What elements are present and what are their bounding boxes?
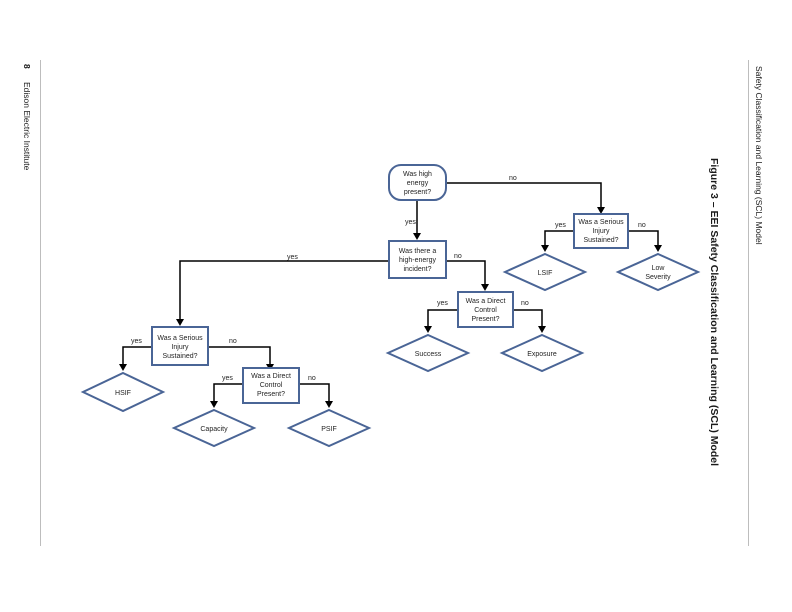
edge-label-control-left-no: no — [308, 375, 316, 382]
node-serious-left-line-3: Sustained? — [162, 353, 197, 360]
node-serious-injury-right: Was a Serious Injury Sustained? — [573, 213, 629, 249]
outcome-success: Success — [385, 333, 471, 373]
node-control-left-line-3: Present? — [257, 391, 285, 398]
node-control-left-line-2: Control — [260, 382, 283, 389]
node-start-line-1: Was high — [403, 171, 432, 178]
outcome-exposure-label: Exposure — [527, 351, 557, 358]
edge-label-serious-right-no: no — [638, 222, 646, 229]
edge-start-no — [446, 182, 602, 209]
arrowhead — [210, 401, 218, 408]
edge-label-serious-left-yes: yes — [131, 338, 142, 345]
header-rule — [748, 60, 749, 546]
outcome-hsif-label: HSIF — [115, 390, 131, 397]
arrowhead — [481, 284, 489, 291]
edge-label-serious-left-no: no — [229, 338, 237, 345]
node-serious-left-line-2: Injury — [171, 344, 189, 351]
flowchart-edges — [119, 182, 662, 408]
arrowhead — [413, 233, 421, 240]
outcome-success-label: Success — [415, 351, 442, 358]
node-serious-right-line-2: Injury — [592, 228, 610, 235]
node-start: Was high energy present? — [388, 164, 447, 201]
edge-label-control-mid-yes: yes — [437, 300, 448, 307]
arrowhead — [325, 401, 333, 408]
edge-incident-yes — [179, 260, 389, 321]
node-incident-line-3: incident? — [403, 266, 431, 273]
node-direct-control-mid: Was a Direct Control Present? — [457, 291, 514, 328]
arrowhead — [538, 326, 546, 333]
edge-labels: no yes yes no yes no yes no yes no yes n… — [131, 175, 646, 382]
edge-label-start-yes: yes — [405, 219, 416, 226]
node-control-left-line-1: Was a Direct — [251, 373, 291, 380]
arrowhead — [119, 364, 127, 371]
node-serious-right-line-3: Sustained? — [583, 237, 618, 244]
outcome-psif: PSIF — [286, 408, 372, 448]
edge-control-left-no — [299, 383, 330, 403]
footer-rule — [40, 60, 41, 546]
node-serious-injury-left: Was a Serious Injury Sustained? — [151, 326, 209, 366]
node-serious-left-line-1: Was a Serious — [157, 335, 203, 342]
node-incident: Was there a high-energy incident? — [388, 240, 447, 279]
outcome-lsif: LSIF — [502, 252, 588, 292]
edge-serious-left-yes — [122, 346, 152, 366]
node-start-line-2: energy — [407, 180, 429, 187]
outcome-psif-label: PSIF — [321, 426, 337, 433]
node-control-mid-line-2: Control — [474, 307, 497, 314]
edge-serious-right-yes — [544, 230, 574, 247]
arrowhead — [654, 245, 662, 252]
edge-label-serious-right-yes: yes — [555, 222, 566, 229]
node-control-mid-line-1: Was a Direct — [466, 298, 506, 305]
arrowhead — [424, 326, 432, 333]
node-incident-line-2: high-energy — [399, 257, 436, 264]
outcome-low-severity: Low Severity — [615, 252, 701, 292]
edge-label-control-mid-no: no — [521, 300, 529, 307]
edge-label-incident-no: no — [454, 253, 462, 260]
outcome-lsif-label: LSIF — [538, 270, 553, 277]
node-direct-control-left: Was a Direct Control Present? — [242, 367, 300, 404]
arrowhead — [597, 207, 605, 214]
edge-control-left-yes — [213, 383, 243, 403]
edge-serious-right-no — [628, 230, 659, 247]
edge-control-mid-yes — [427, 309, 458, 328]
node-incident-line-1: Was there a — [399, 248, 437, 255]
outcome-exposure: Exposure — [499, 333, 585, 373]
outcome-capacity: Capacity — [171, 408, 257, 448]
outcome-capacity-label: Capacity — [200, 426, 228, 433]
outcome-low-severity-line-1: Low — [652, 265, 666, 272]
edge-label-control-left-yes: yes — [222, 375, 233, 382]
edge-incident-no — [446, 260, 486, 286]
arrowhead — [176, 319, 184, 326]
node-control-mid-line-3: Present? — [471, 316, 499, 323]
outcome-low-severity-line-2: Severity — [645, 274, 671, 281]
edge-label-incident-yes: yes — [287, 254, 298, 261]
edge-label-start-no: no — [509, 175, 517, 182]
node-serious-right-line-1: Was a Serious — [578, 219, 624, 226]
edge-serious-left-no — [208, 346, 271, 366]
arrowhead — [541, 245, 549, 252]
outcome-hsif: HSIF — [80, 371, 166, 413]
node-start-line-3: present? — [404, 189, 431, 196]
edge-control-mid-no — [513, 309, 543, 328]
